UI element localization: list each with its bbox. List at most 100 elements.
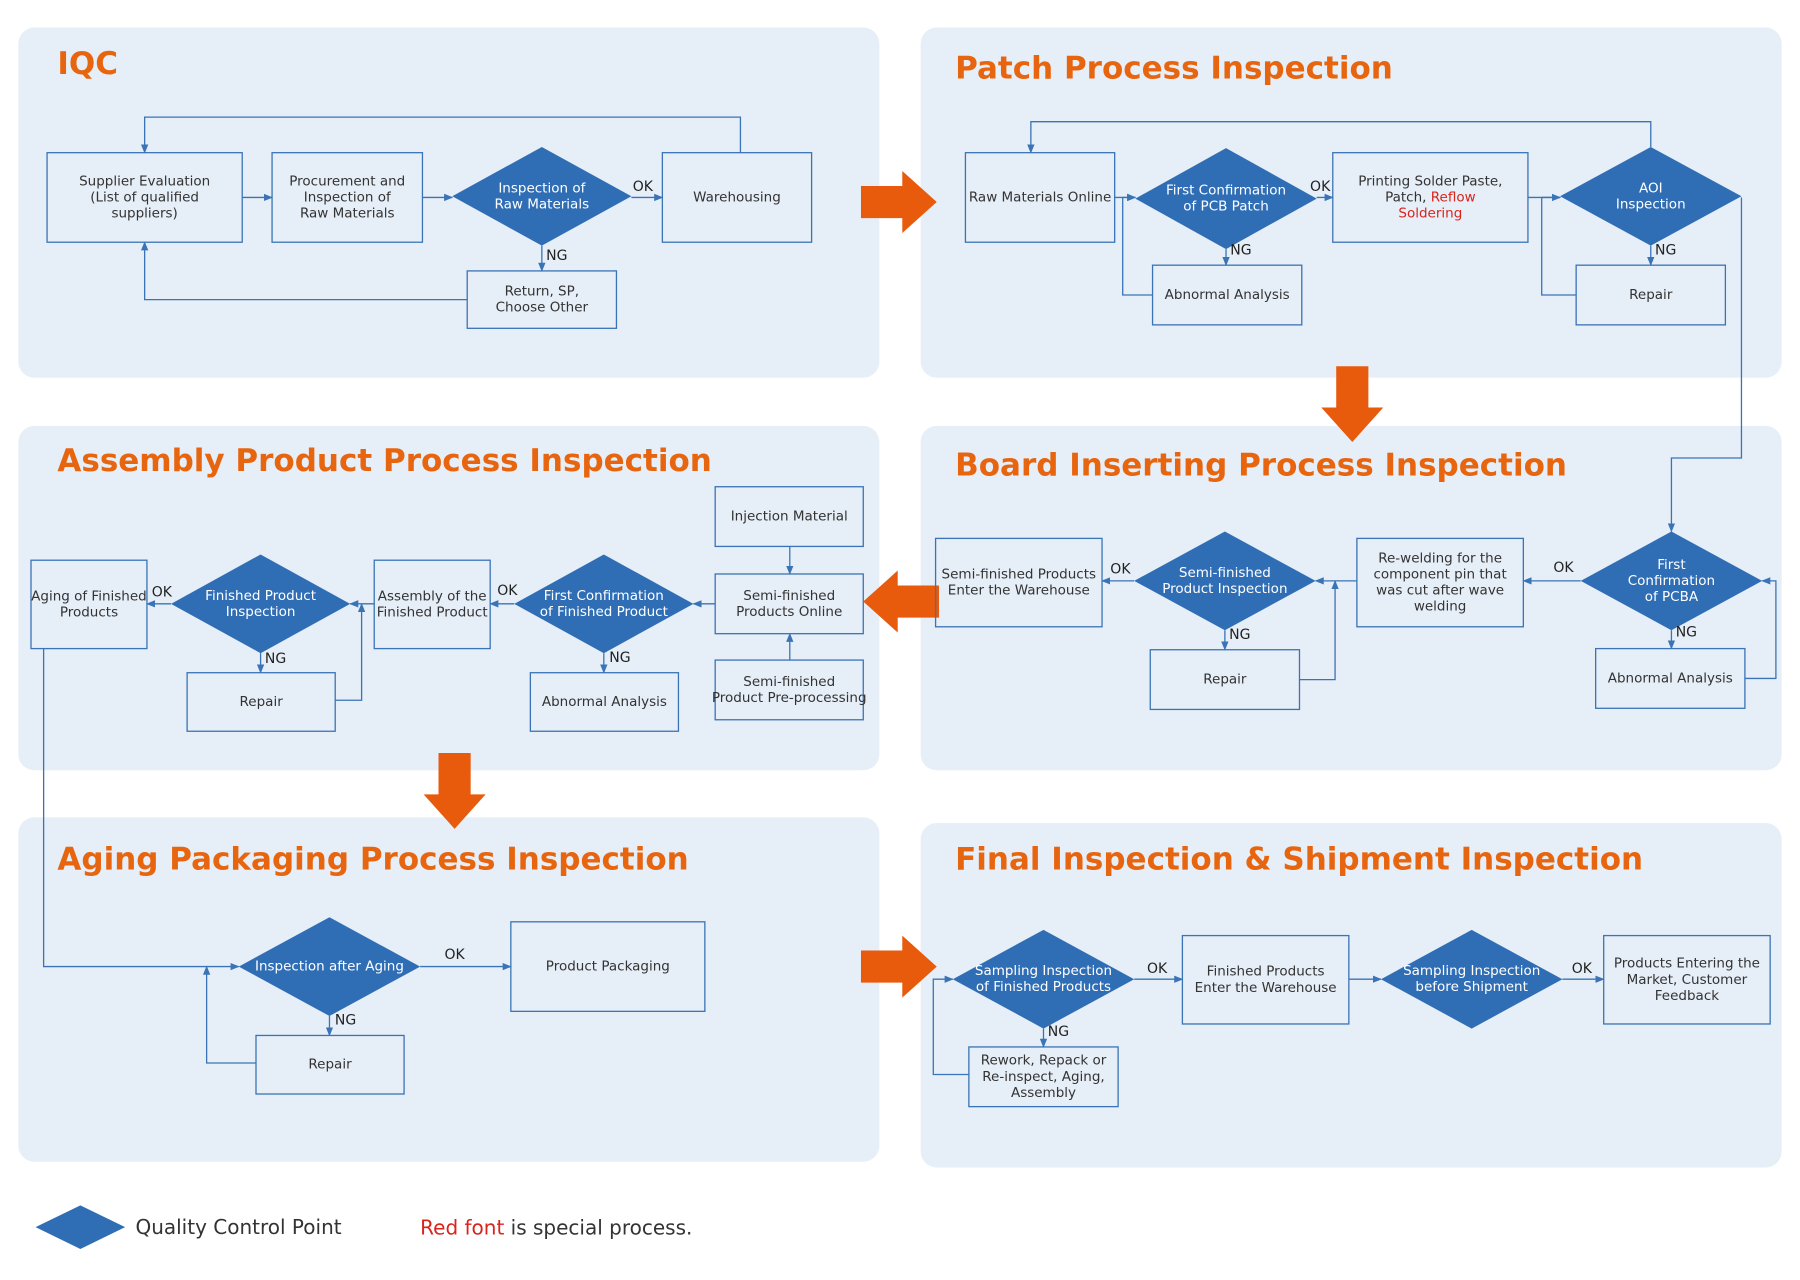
flow-arrow-patch-to-board [1321,366,1384,442]
qc-point-finished-product-inspection-text: Finished Product [205,588,316,604]
node-products-entering-market-text: Products Entering the [1614,956,1760,972]
node-return-sp-text: Choose Other [496,300,589,316]
qc-point-sampling-before-shipment-text: Sampling Inspection [1403,963,1540,979]
edge-label-ng-5: NG [1655,242,1676,258]
node-assembly-abnormal-analysis-text: Abnormal Analysis [542,694,667,710]
node-aging-finished-products-text: Aging of Finished [31,588,147,604]
qc-point-inspection-raw-materials-text: Raw Materials [495,196,590,212]
edge-label-ng-2: NG [546,248,567,264]
legend-qc-point-label: Quality Control Point [135,1215,341,1239]
connector-17 [1667,197,1743,533]
edge-label-ng-4: NG [1230,242,1251,258]
node-return-sp-text: Return, SP, [505,284,579,300]
connector-5 [141,116,742,154]
legend-special-rest: is special process. [504,1215,692,1239]
node-injection-material: Injection Material [714,486,864,548]
edge-label-ng-18: NG [1048,1024,1069,1040]
node-patch-repair: Repair [1575,264,1727,326]
node-product-packaging: Product Packaging [510,921,706,1013]
node-board-repair: Repair [1149,649,1301,711]
node-rewelding-text: component pin that [1373,567,1506,583]
node-rework-repack-text: Rework, Repack or [981,1053,1107,1069]
node-supplier-evaluation-text: suppliers) [111,206,177,222]
edge-label-ok-11: OK [152,584,173,600]
edge-label-ng-9: NG [1676,625,1697,641]
edge-label-ng-12: NG [609,650,630,666]
node-procurement-inspection-text: Inspection of [304,189,392,205]
qc-point-sampling-finished-products-text: Sampling Inspection [975,963,1112,979]
qc-point-inspection-raw-materials-text: Inspection of [498,180,586,196]
panel-assembly [18,425,880,771]
node-board-abnormal-analysis: Abnormal Analysis [1595,647,1746,709]
node-aging-repair: Repair [255,1034,405,1095]
connector-34 [42,648,240,971]
flow-arrow-assembly-to-aging [423,753,486,829]
panel-final [920,823,1782,1168]
node-warehousing: Warehousing [661,152,813,243]
node-product-packaging-text: Product Packaging [546,959,670,975]
node-return-sp: Return, SP,Choose Other [466,270,618,329]
node-rewelding-text: Re-welding for the [1378,550,1502,566]
printing-line-3-special: Soldering [1398,206,1462,222]
node-products-entering-market-text: Feedback [1655,988,1719,1004]
node-procurement-inspection-text: Procurement and [289,173,405,189]
section-title-final: Final Inspection & Shipment Inspection [955,841,1643,877]
printing-line-1: Printing Solder Paste, [1358,173,1502,189]
node-rework-repack-text: Re-inspect, Aging, [982,1069,1104,1085]
node-semi-finished-preprocessing-text: Semi-finished [743,674,835,690]
node-semi-finished-warehouse-text: Enter the Warehouse [948,583,1090,599]
connector-23 [1299,579,1339,681]
node-semi-finished-online-text: Products Online [736,604,842,620]
node-procurement-inspection-text: Raw Materials [300,206,395,222]
flow-arrow-aging-to-final [860,935,937,998]
legend-qc-point-diamond [35,1205,126,1249]
connector-42 [932,975,969,1076]
qc-point-inspection-after-aging-text: Inspection after Aging [255,959,404,975]
legend-special-process: Red font is special process. [420,1215,692,1239]
edge-label-ok-7: OK [1110,561,1131,577]
edge-label-ok-17: OK [1572,961,1593,977]
connector-24 [1744,577,1777,680]
node-board-abnormal-analysis-text: Abnormal Analysis [1608,670,1733,686]
qc-point-finished-product-inspection-text: Inspection [226,604,296,620]
edge-label-ok-3: OK [1310,179,1331,195]
section-title-patch: Patch Process Inspection [955,51,1393,87]
node-assembly-repair-text: Repair [240,694,284,710]
edge-label-ok-16: OK [1147,961,1168,977]
qc-point-sampling-before-shipment-text: before Shipment [1415,979,1528,995]
qc-point-aoi-inspection-text: AOI [1639,180,1663,196]
qc-point-first-confirmation-finished-text: First Confirmation [544,588,664,604]
flow-arrow-board-to-assembly [863,570,940,633]
node-patch-abnormal-analysis: Abnormal Analysis [1151,264,1303,326]
node-aging-repair-text: Repair [308,1057,352,1073]
qc-point-inspection-after-aging: Inspection after Aging [238,917,421,1016]
node-assembly-repair: Repair [186,672,336,732]
connector-6 [141,241,468,301]
node-supplier-evaluation: Supplier Evaluation(List of qualifiedsup… [46,152,243,243]
connector-33 [335,602,366,701]
node-patch-repair-text: Repair [1629,287,1673,303]
node-assembly-finished-product-text: Assembly of the [378,588,487,604]
node-assembly-abnormal-analysis: Abnormal Analysis [529,672,680,732]
legend-red-font: Red font [420,1215,504,1239]
qc-point-first-confirmation-pcba-text: of PCBA [1645,589,1699,605]
qc-point-first-confirmation-pcb-patch-text: First Confirmation [1166,183,1286,199]
node-raw-materials-online-text: Raw Materials Online [969,189,1111,205]
panel-aging [18,817,880,1162]
node-rewelding-text: welding [1414,599,1467,615]
qc-point-sampling-finished-products-text: of Finished Products [976,979,1111,995]
node-injection-material-text: Injection Material [731,509,848,525]
node-warehousing-text: Warehousing [693,189,781,205]
qc-point-first-confirmation-pcba-text: First [1657,557,1685,573]
